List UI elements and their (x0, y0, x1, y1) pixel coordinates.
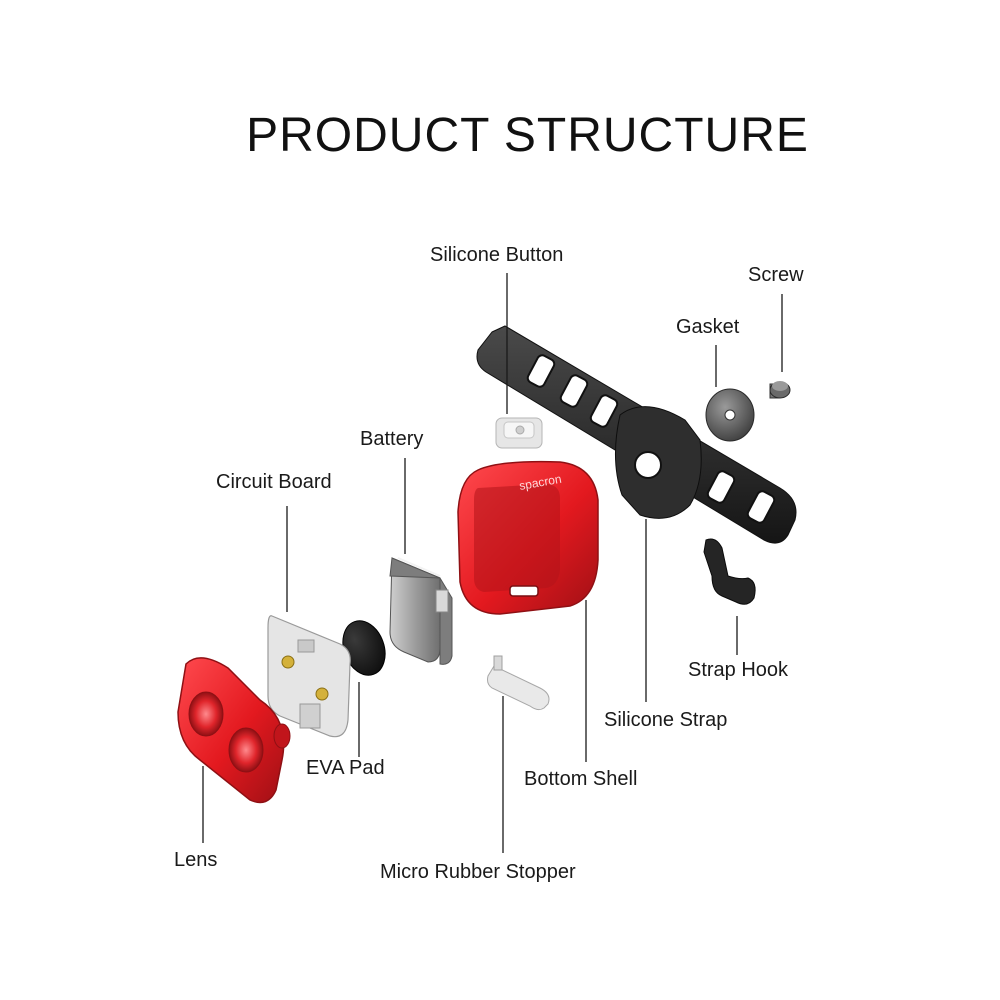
silicone-button-part (495, 417, 543, 449)
screw-part (769, 381, 791, 399)
page-title: PRODUCT STRUCTURE (246, 109, 809, 162)
label-micro-rubber-stopper: Micro Rubber Stopper (380, 861, 576, 883)
battery-part (389, 557, 453, 665)
lens-part (177, 657, 291, 804)
label-lens: Lens (174, 849, 218, 871)
label-silicone-button: Silicone Button (430, 244, 564, 266)
label-eva-pad: EVA Pad (306, 757, 385, 779)
label-circuit-board: Circuit Board (216, 471, 332, 493)
label-silicone-strap: Silicone Strap (604, 709, 728, 731)
micro-rubber-stopper-part (487, 655, 550, 711)
label-screw: Screw (748, 264, 804, 286)
gasket-part (705, 388, 755, 442)
circuit-board-part (267, 615, 351, 738)
label-battery: Battery (360, 428, 424, 450)
strap-hook-part (703, 538, 756, 605)
label-bottom-shell: Bottom Shell (524, 768, 638, 790)
bottom-shell-part: spacron (457, 460, 599, 615)
silicone-strap-part (476, 325, 797, 544)
label-strap-hook: Strap Hook (688, 659, 789, 681)
label-gasket: Gasket (676, 316, 740, 338)
